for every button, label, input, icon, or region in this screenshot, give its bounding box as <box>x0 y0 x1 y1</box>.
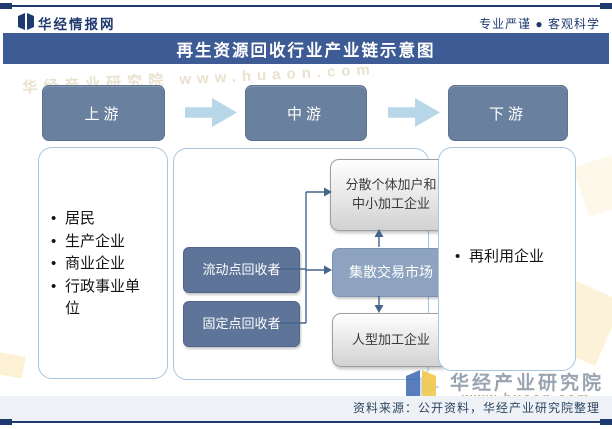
footer-band: 资料来源：公开资料，华经产业研究院整理 <box>0 396 612 421</box>
list-item: 生产企业 <box>51 231 143 254</box>
bottom-rule <box>0 421 612 423</box>
flow-arrow-icon <box>388 98 440 127</box>
header-slogan: 专业严谨 ● 客观科学 <box>479 17 600 31</box>
top-rule-left-cap <box>0 3 12 9</box>
source-note: 资料来源：公开资料，华经产业研究院整理 <box>352 401 600 415</box>
watermark-shape <box>0 351 26 379</box>
bottom-rule-right-cap <box>600 419 612 425</box>
huajing-logo-icon <box>18 13 34 30</box>
node-mobile-collector: 流动点回收者 <box>183 247 300 293</box>
downstream-panel: 再利用企业 <box>438 147 576 371</box>
node-large-processor: 人型加工企业 <box>332 313 450 367</box>
watermark-shape <box>572 155 612 217</box>
upstream-panel: 居民 生产企业 商业企业 行政事业单位 <box>38 147 168 379</box>
downstream-list: 再利用企业 <box>455 246 565 269</box>
brand-name: 华经情报网 <box>38 17 116 32</box>
upstream-list: 居民 生产企业 商业企业 行政事业单位 <box>51 208 143 321</box>
list-item: 再利用企业 <box>455 246 565 269</box>
watermark-shape <box>420 378 440 396</box>
stage-box-midstream: 中游 <box>245 85 367 141</box>
node-scattered-processors: 分散个体加户和中小加工企业 <box>330 159 452 231</box>
bottom-rule-left-cap <box>0 419 12 425</box>
page-title: 再生资源回收行业产业链示意图 <box>3 33 609 64</box>
node-fixed-collector: 固定点回收者 <box>183 301 300 347</box>
top-rule <box>0 5 612 7</box>
node-trading-market: 集散交易市场 <box>332 248 450 297</box>
watermark-name: 华经产业研究院 <box>450 373 605 394</box>
list-item: 居民 <box>51 208 143 231</box>
list-item: 行政事业单位 <box>51 276 143 321</box>
top-rule-right-cap <box>600 3 612 9</box>
stage-box-upstream: 上游 <box>42 85 165 141</box>
stage-box-downstream: 下游 <box>448 85 568 141</box>
flow-arrow-icon <box>185 98 237 127</box>
list-item: 商业企业 <box>51 253 143 276</box>
